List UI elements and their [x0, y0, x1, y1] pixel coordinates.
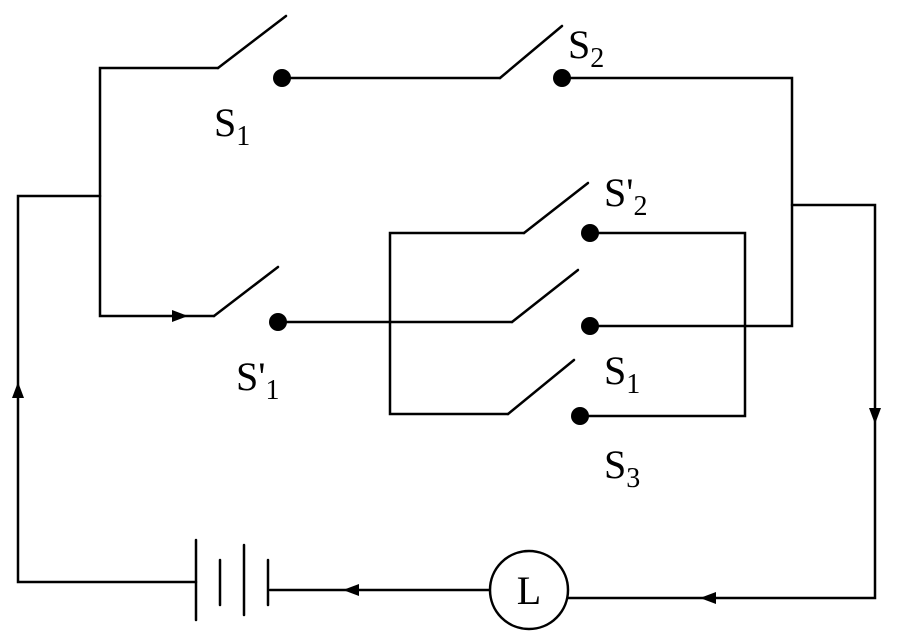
- switch-blade-s2-prime: [522, 181, 590, 235]
- label-s1-mid: S1: [604, 348, 640, 400]
- wire-inner-top: [388, 231, 526, 416]
- wire-right-output: [566, 203, 877, 600]
- lamp-symbol: [488, 549, 570, 631]
- contact-dot-s1-mid: [581, 317, 599, 335]
- contact-dot-s3: [571, 407, 589, 425]
- arrow-branch-right: [172, 310, 188, 322]
- contact-dot-s1-prime: [269, 313, 287, 331]
- wire-inner-right: [578, 231, 747, 418]
- switch-blade-s1-prime: [212, 265, 280, 318]
- contact-dot-s2-top: [553, 69, 571, 87]
- label-s2-prime: S'2: [604, 170, 647, 222]
- contact-dot-s1-top: [273, 69, 291, 87]
- wire-left-branch-bus: [98, 66, 220, 318]
- arrow-left-up: [12, 382, 24, 398]
- label-s3: S3: [604, 442, 640, 494]
- switch-blade-s1-top: [216, 14, 288, 70]
- lamp-label: L: [517, 568, 541, 613]
- wire-right-upper: [560, 76, 794, 328]
- switch-blade-s3: [506, 358, 576, 416]
- switch-blade-s2-top: [498, 24, 564, 80]
- switch-blade-s1-mid: [510, 268, 580, 324]
- arrow-right-down: [869, 408, 881, 424]
- contact-dot-s2-prime: [581, 224, 599, 242]
- arrow-bottom-left-battery: [343, 584, 359, 596]
- wire-left-loop: [16, 194, 198, 584]
- label-s2-top: S2: [568, 22, 604, 74]
- label-s1-top: S1: [214, 100, 250, 152]
- arrow-bottom-left-lamp: [700, 592, 716, 604]
- label-s1-prime: S'1: [236, 354, 279, 406]
